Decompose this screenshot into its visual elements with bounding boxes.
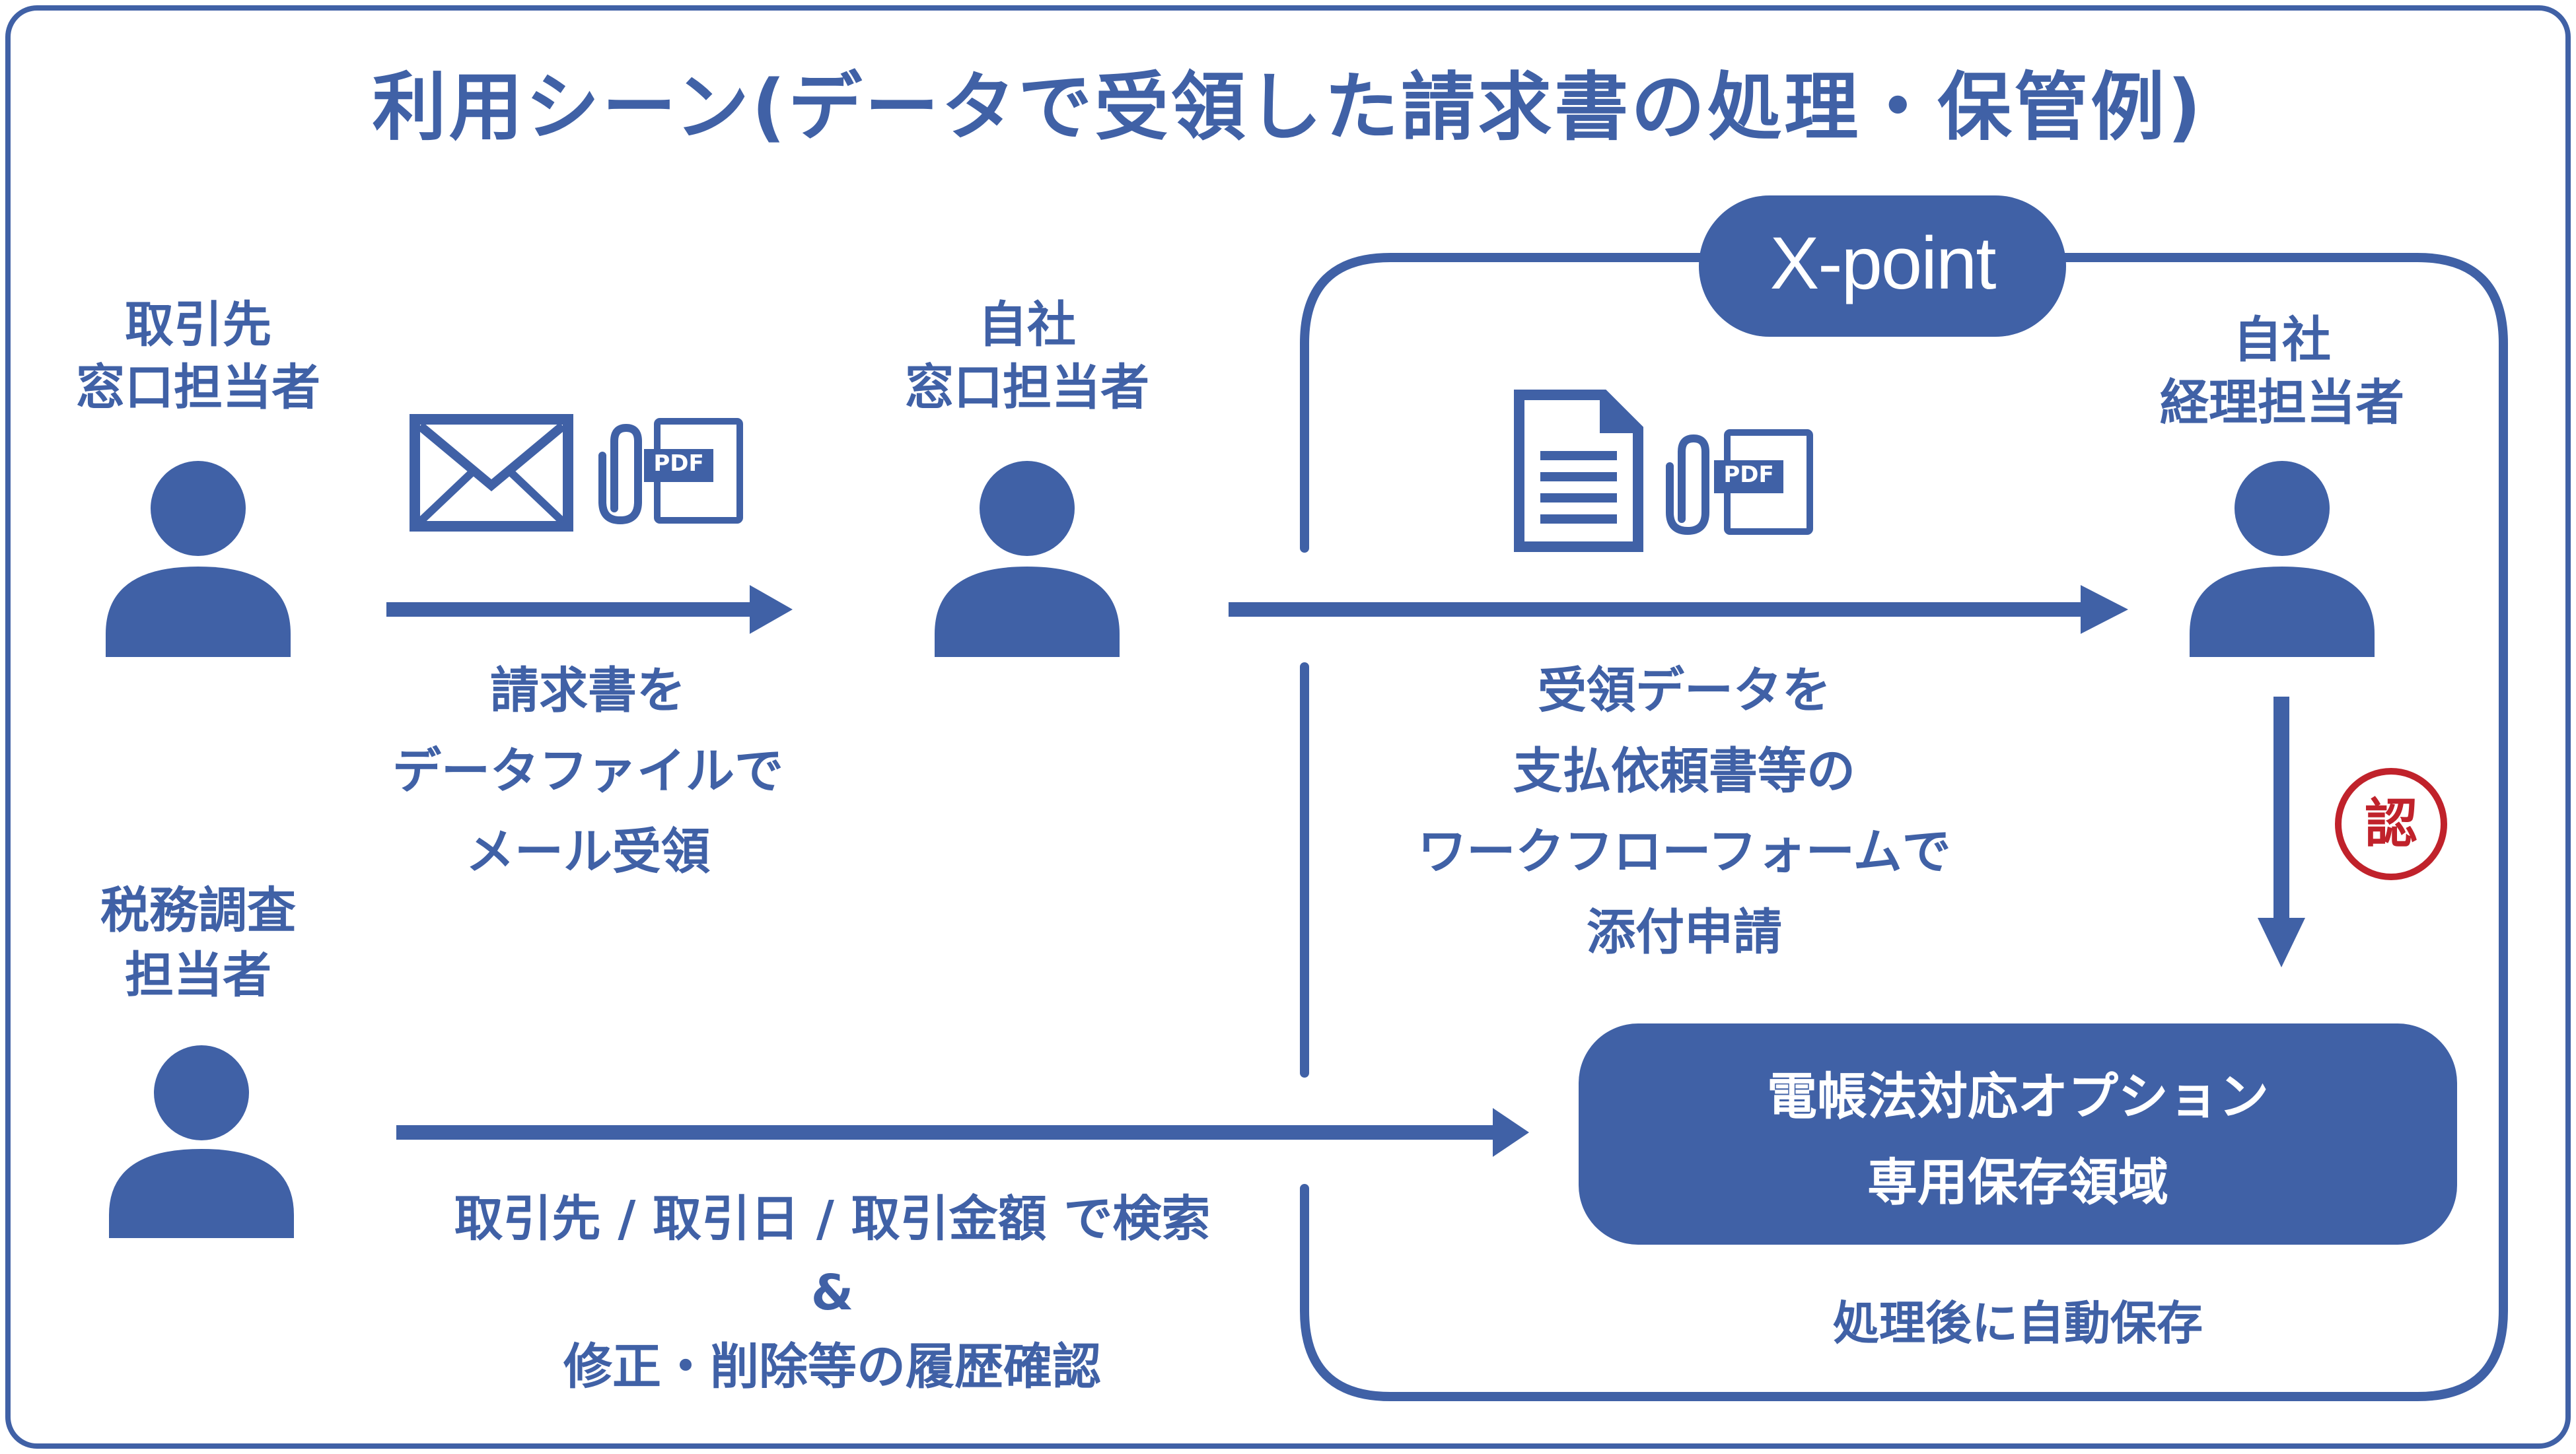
- xpoint-logo-text: X-point: [1770, 222, 1997, 304]
- document-icon: [1514, 390, 1643, 552]
- person-icon-tax: [109, 1045, 294, 1238]
- step-line: データファイルで: [392, 743, 783, 800]
- label-line: 経理担当者: [2160, 374, 2404, 431]
- step-email-receive-text: 請求書を データファイルで メール受領: [324, 650, 852, 892]
- page-title: 利用シーン(データで受領した請求書の処理・保管例): [372, 65, 2204, 151]
- search-line: 修正・削除等の履歴確認: [563, 1338, 1101, 1395]
- step-line: メール受領: [466, 823, 710, 880]
- label-accounting: 自社 経理担当者: [2124, 309, 2441, 434]
- approval-stamp-circle: [2335, 768, 2447, 880]
- outer-frame: [5, 5, 2571, 1449]
- label-line: 取引先: [125, 296, 271, 353]
- search-line: 取引先 / 取引日 / 取引金額 で検索: [454, 1191, 1211, 1247]
- pdf-label: PDF: [653, 450, 704, 477]
- label-vendor-contact: 取引先 窓口担当者: [40, 294, 357, 419]
- paperclip-icon: [1666, 434, 1709, 536]
- step-line: 添付申請: [1587, 904, 1782, 961]
- label-line: 自社: [2233, 312, 2331, 368]
- person-icon-accounting: [2190, 461, 2375, 657]
- envelope-icon: [410, 414, 573, 532]
- step-workflow-text: 受領データを 支払依頼書等の ワークフローフォームで 添付申請: [1354, 650, 2015, 973]
- storage-subtitle: 専用保存領域: [1867, 1153, 2168, 1212]
- step-line: ワークフローフォームで: [1417, 823, 1951, 880]
- paperclip-icon: [598, 423, 642, 525]
- arrow-email-receive: [386, 585, 793, 634]
- search-history-text: 取引先 / 取引日 / 取引金額 で検索 & 修正・削除等の履歴確認: [383, 1182, 1281, 1404]
- label-tax-investigator: 税務調査 担当者: [40, 878, 357, 1008]
- storage-caption: 処理後に自動保存: [1833, 1296, 2203, 1350]
- xpoint-region-outline: [1300, 253, 2508, 1401]
- step-line: 受領データを: [1538, 662, 1831, 719]
- search-line: &: [810, 1264, 854, 1321]
- label-line: 担当者: [125, 947, 271, 1004]
- label-own-contact: 自社 窓口担当者: [869, 294, 1186, 419]
- xpoint-logo: [1699, 195, 2066, 337]
- storage-box-text: 電帳法対応オプション 専用保存領域: [1579, 1054, 2457, 1226]
- label-line: 窓口担当者: [905, 359, 1149, 416]
- label-line: 窓口担当者: [76, 359, 320, 416]
- step-line: 支払依頼書等の: [1513, 743, 1855, 800]
- storage-title: 電帳法対応オプション: [1767, 1067, 2269, 1126]
- approval-stamp: 認: [2365, 793, 2417, 854]
- storage-box: [1579, 1023, 2457, 1245]
- label-line: 税務調査: [100, 882, 296, 939]
- person-icon-vendor: [106, 461, 291, 657]
- arrow-workflow-submit: [1229, 585, 2128, 634]
- step-line: 請求書を: [490, 662, 686, 719]
- arrow-tax-search: [396, 1108, 1529, 1157]
- arrow-approve-down: [2258, 697, 2305, 967]
- label-line: 自社: [978, 296, 1076, 353]
- person-icon-own-contact: [935, 461, 1120, 657]
- pdf-label: PDF: [1723, 462, 1774, 488]
